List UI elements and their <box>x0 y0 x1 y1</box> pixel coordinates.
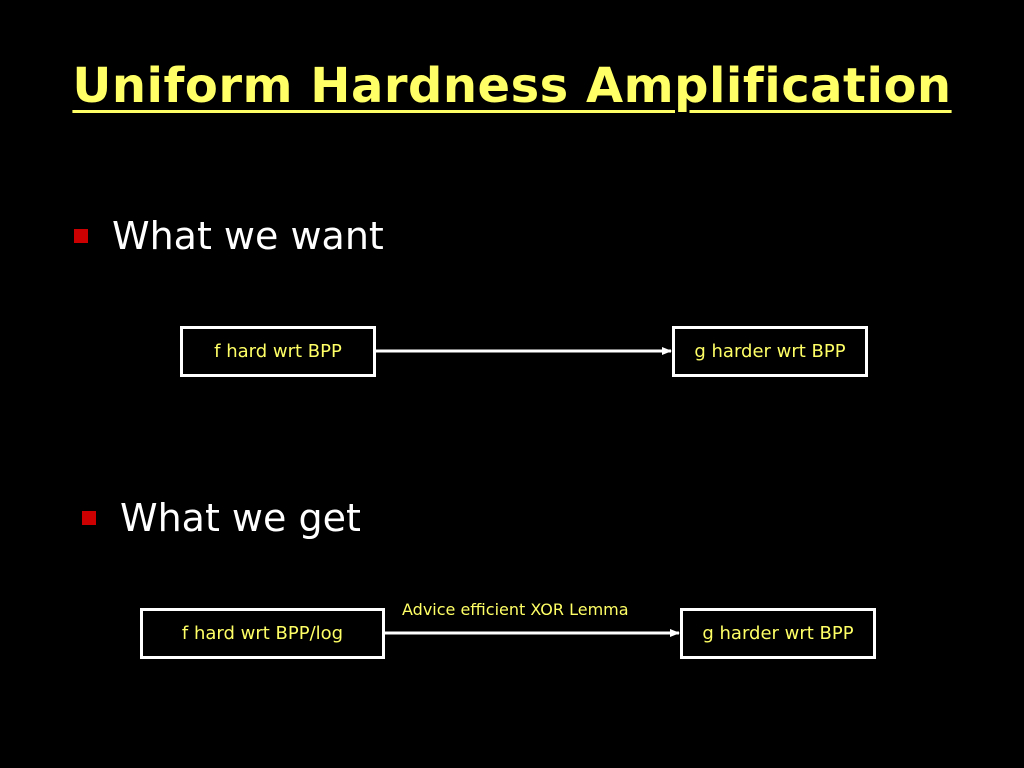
box-f-hard-bpp-log: f hard wrt BPP/log <box>140 608 385 659</box>
slide-title: Uniform Hardness Amplification <box>0 58 1024 114</box>
box-label: f hard wrt BPP/log <box>181 623 344 644</box>
box-f-hard-bpp: f hard wrt BPP <box>180 326 376 377</box>
bullet-what-we-want: What we want <box>74 214 384 258</box>
bullet-marker-icon <box>82 511 96 525</box>
box-label: g harder wrt BPP <box>694 341 846 362</box>
slide-title-text: Uniform Hardness Amplification <box>72 58 952 114</box>
box-g-harder-bpp-2: g harder wrt BPP <box>680 608 876 659</box>
bullet-marker-icon <box>74 229 88 243</box>
box-label: g harder wrt BPP <box>702 623 854 644</box>
bullet-text: What we get <box>120 496 361 540</box>
arrow-label-xor-lemma: Advice efficient XOR Lemma <box>402 600 629 619</box>
bullet-text: What we want <box>112 214 384 258</box>
box-g-harder-bpp: g harder wrt BPP <box>672 326 868 377</box>
box-label: f hard wrt BPP <box>214 341 342 362</box>
bullet-what-we-get: What we get <box>82 496 361 540</box>
